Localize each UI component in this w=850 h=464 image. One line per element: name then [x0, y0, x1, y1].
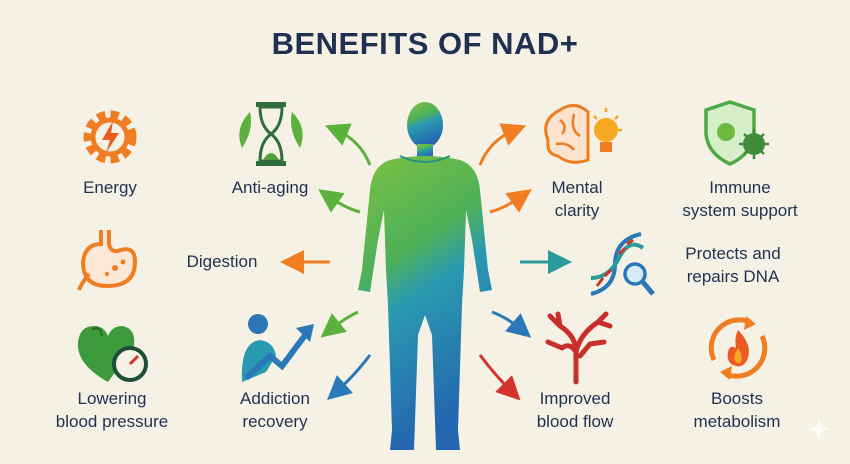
benefit-label-dna-1: Protects and [685, 244, 781, 263]
arrow-addiction [320, 310, 359, 338]
blood-vessels-icon [545, 311, 613, 385]
benefit-label-blood-flow-2: blood flow [536, 412, 614, 431]
stomach-icon [77, 230, 138, 291]
benefit-label-anti-aging: Anti-aging [231, 178, 309, 197]
hourglass-icon [239, 102, 303, 166]
arrow-blood-flow [491, 310, 532, 338]
arrow-blood-flow-2 [478, 354, 521, 401]
flame-cycle-icon [708, 316, 768, 380]
benefit-label-immune-1: Immune [709, 178, 771, 197]
arrow-addiction-2 [327, 354, 372, 401]
arrow-mental-2 [489, 189, 532, 214]
benefit-label-digestion: Digestion [186, 252, 258, 271]
person-rising-arrow-icon [241, 314, 314, 382]
benefit-label-immune-2: system support [682, 201, 798, 220]
benefit-label-blood-flow-1: Improved [539, 389, 611, 408]
arrow-anti-aging-2 [318, 189, 361, 214]
heart-gauge-icon [77, 326, 148, 382]
benefit-label-dna-2: repairs DNA [686, 267, 780, 286]
benefit-label-blood-pressure-2: blood pressure [55, 412, 169, 431]
brain-lightbulb-icon [544, 104, 622, 164]
gear-lightning-icon [83, 110, 137, 164]
benefit-label-mental-clarity-1: Mental [551, 178, 603, 197]
benefit-label-mental-clarity-2: clarity [554, 201, 600, 220]
sparkle-icon [808, 418, 830, 440]
benefit-label-addiction-1: Addiction [240, 389, 310, 408]
human-body-figure [358, 102, 492, 450]
benefit-label-energy: Energy [83, 178, 137, 197]
benefit-label-addiction-2: recovery [242, 412, 308, 431]
benefit-label-metabolism-1: Boosts [711, 389, 763, 408]
benefit-label-metabolism-2: metabolism [693, 412, 781, 431]
shield-virus-icon [704, 100, 769, 166]
dna-magnifier-icon [590, 232, 655, 296]
benefit-label-blood-pressure-1: Lowering [77, 389, 147, 408]
arrow-anti-aging [324, 123, 372, 166]
page-title: BENEFITS OF NAD+ [271, 26, 579, 61]
arrow-mental [478, 123, 527, 166]
